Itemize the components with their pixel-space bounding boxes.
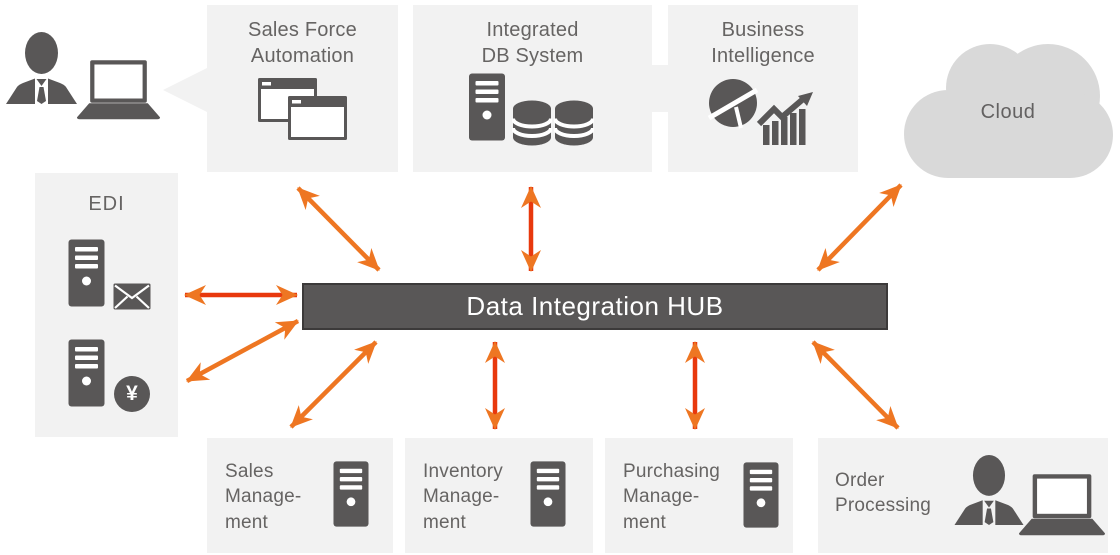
box-purchasing-management: Purchasing Manage- ment (605, 438, 793, 553)
server-icon (68, 339, 105, 407)
server-icon (333, 461, 369, 527)
envelope-icon (113, 283, 151, 310)
integrated-db-system-title: Integrated DB System (481, 19, 584, 67)
sales-force-automation-title: Sales Force Automation (248, 19, 357, 67)
edi-label: EDI (88, 193, 125, 215)
box-edi: EDI ¥ (35, 173, 178, 437)
laptop-icon (1018, 474, 1106, 536)
box-sales-management: Sales Manage- ment (207, 438, 393, 553)
yen-badge: ¥ (114, 376, 150, 412)
browser-windows-icon (258, 78, 347, 140)
bar-chart-icon (756, 92, 813, 145)
business-intelligence-title: Business Intelligence (711, 19, 815, 67)
cloud-label: Cloud (980, 101, 1036, 123)
arrow-sfa-hub (296, 186, 381, 272)
arrow-hub-cloud (816, 183, 903, 272)
pie-chart-icon (708, 79, 759, 129)
box-integrated-db-system: Integrated DB System (413, 5, 652, 172)
person-icon (6, 32, 77, 104)
inventory-management-title: Inventory Manage- ment (423, 461, 503, 533)
arrow-edi-hub-lower (185, 319, 300, 383)
person-icon (954, 455, 1024, 525)
connector-idb-bi (652, 65, 668, 112)
database-icon (512, 100, 552, 146)
server-icon (743, 462, 779, 528)
cloud-shape (904, 44, 1113, 178)
box-sales-force-automation: Sales Force Automation (207, 5, 398, 172)
order-processing-title: Order Processing (835, 470, 931, 517)
arrow-hub-order (811, 340, 900, 430)
database-icon (554, 100, 594, 146)
speech-tail (163, 68, 207, 112)
hub-bar: Data Integration HUB (302, 283, 888, 330)
hub-label: Data Integration HUB (466, 291, 724, 321)
box-order-processing: Order Processing (818, 438, 1108, 553)
sales-management-title: Sales Manage- ment (225, 461, 302, 533)
box-business-intelligence: Business Intelligence (668, 5, 858, 172)
box-inventory-management: Inventory Manage- ment (405, 438, 593, 553)
server-icon (530, 461, 566, 527)
server-icon (469, 73, 505, 141)
purchasing-management-title: Purchasing Manage- ment (623, 461, 721, 533)
server-icon (68, 239, 105, 307)
arrow-hub-sales (289, 340, 378, 429)
laptop-icon (76, 60, 161, 120)
